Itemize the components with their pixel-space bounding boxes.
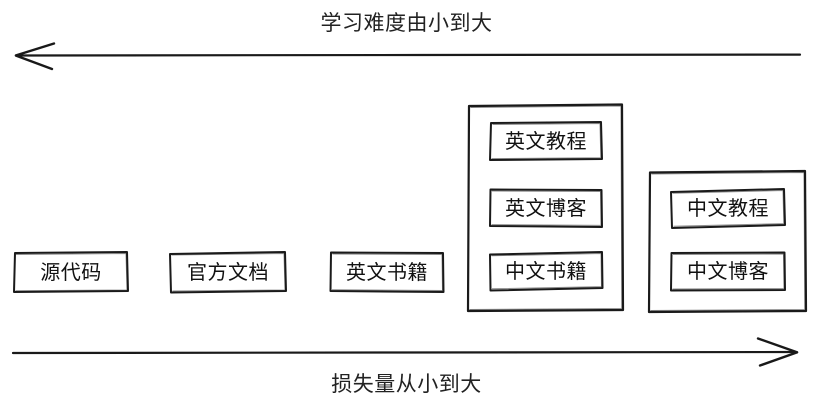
node-box[interactable]: 中文书籍 <box>489 251 604 292</box>
node-box[interactable]: 英文书籍 <box>329 251 445 293</box>
node-box[interactable]: 英文教程 <box>489 121 603 161</box>
arrow-right-icon <box>11 337 799 367</box>
node-box[interactable]: 中文教程 <box>670 188 786 229</box>
node-label: 中文教程 <box>687 196 769 220</box>
node-label: 官方文档 <box>187 260 269 284</box>
node-label: 中文博客 <box>687 259 769 283</box>
node-box[interactable]: 源代码 <box>13 251 129 293</box>
node-label: 英文教程 <box>505 129 587 153</box>
node-box[interactable]: 英文博客 <box>489 188 603 228</box>
node-box[interactable]: 官方文档 <box>169 251 287 294</box>
arrow-left-icon <box>14 42 802 71</box>
top-axis-label: 学习难度由小到大 <box>320 11 493 35</box>
node-label: 源代码 <box>40 260 102 284</box>
bottom-axis-label: 损失量从小到大 <box>331 372 482 396</box>
group-chinese[interactable]: 中文教程 中文博客 <box>647 169 808 314</box>
node-label: 英文书籍 <box>346 260 428 284</box>
node-box[interactable]: 中文博客 <box>670 251 786 292</box>
group-english-advanced[interactable]: 英文教程 英文博客 中文书籍 <box>466 103 625 313</box>
node-label: 中文书籍 <box>505 259 587 283</box>
node-label: 英文博客 <box>505 196 587 220</box>
